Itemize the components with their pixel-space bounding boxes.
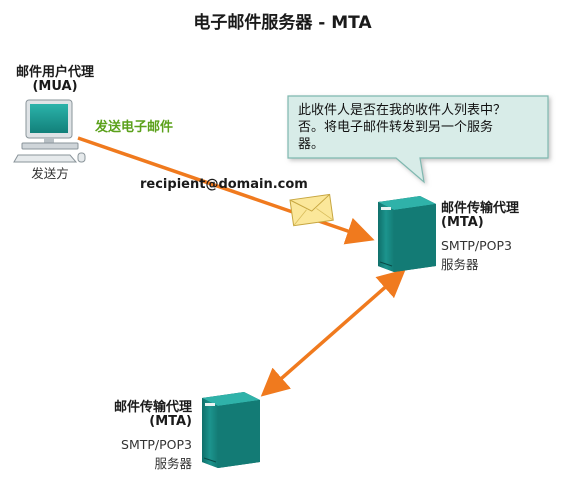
mua-abbr: (MUA): [32, 79, 78, 94]
mta-bottom-name: 邮件传输代理: [113, 400, 192, 415]
envelope-icon: [289, 193, 334, 227]
mta-bottom-role: 服务器: [154, 456, 192, 471]
server-icon-bottom: [202, 392, 260, 468]
mta-top-abbr: (MTA): [441, 215, 484, 230]
computer-icon: [13, 99, 86, 163]
page-title: 电子邮件服务器 - MTA: [193, 13, 372, 33]
mta-top-role: 服务器: [441, 257, 479, 272]
server-icon-top: [378, 196, 436, 272]
mta-top-name: 邮件传输代理: [441, 201, 520, 216]
mta-bottom-proto: SMTP/POP3: [121, 437, 192, 452]
mta-bottom-abbr: (MTA): [149, 414, 192, 429]
callout-line-1: 此收件人是否在我的收件人列表中？: [298, 103, 507, 118]
mta-top-proto: SMTP/POP3: [441, 238, 512, 253]
mua-name: 邮件用户代理: [15, 65, 94, 80]
relay-arrow: [260, 269, 406, 397]
sender-label: 发送方: [31, 166, 69, 181]
callout-bubble: [287, 95, 549, 184]
recipient-address: recipient@domain.com: [140, 177, 308, 192]
send-email-label: 发送电子邮件: [95, 120, 174, 135]
callout-line-3: 器。: [298, 137, 325, 152]
callout-line-2: 否。将电子邮件转发到另一个服务: [298, 120, 494, 135]
